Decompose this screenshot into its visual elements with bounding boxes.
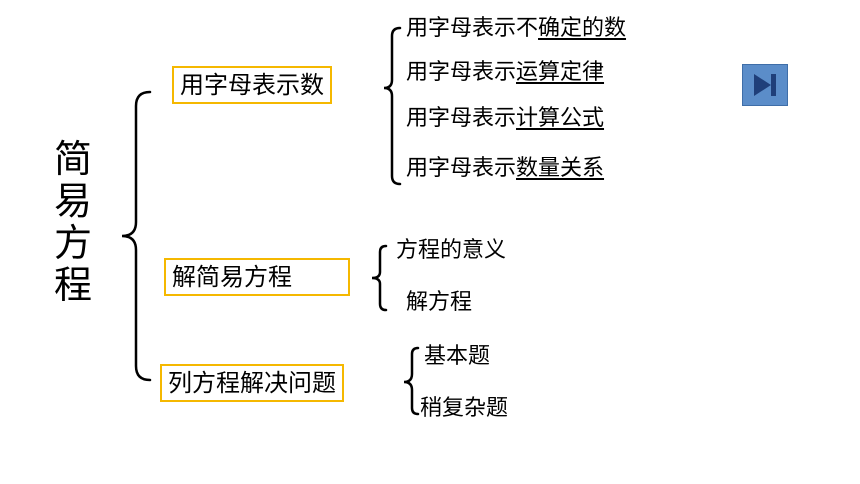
leaf-underlined-text: 确定的数 <box>538 16 627 41</box>
leaf-item: 稍复杂题 <box>420 396 508 422</box>
leaf-item: 解方程 <box>406 290 472 316</box>
leaf-text: 基本题 <box>424 344 491 369</box>
leaf-item: 用字母表示数量关系 <box>406 156 604 182</box>
branch-box-simple-equation: 解简易方程 <box>164 258 350 296</box>
leaf-item: 方程的意义 <box>396 238 506 264</box>
branch-box-letters: 用字母表示数 <box>172 66 332 104</box>
diagram-title: 简 易 方 程 <box>52 138 94 306</box>
title-char: 简 <box>53 137 92 181</box>
leaf-text: 用字母表示不 <box>406 16 539 41</box>
branch-box-word-problems: 列方程解决问题 <box>160 364 344 402</box>
title-char: 程 <box>53 263 92 307</box>
title-char: 方 <box>53 221 92 265</box>
leaf-text: 用字母表示 <box>406 106 517 131</box>
main-brace <box>121 90 152 382</box>
leaf-underlined-text: 计算公式 <box>516 106 605 131</box>
leaf-text: 解方程 <box>406 290 473 315</box>
leaf-text: 稍复杂题 <box>420 396 509 421</box>
brace-branch-1 <box>383 26 402 186</box>
leaf-underlined-text: 数量关系 <box>516 156 605 181</box>
leaf-item: 用字母表示运算定律 <box>406 60 604 86</box>
leaf-text: 用字母表示 <box>406 156 517 181</box>
title-char: 易 <box>53 179 92 223</box>
skip-forward-icon <box>754 74 776 96</box>
brace-branch-2 <box>371 244 388 312</box>
leaf-text: 方程的意义 <box>396 238 507 263</box>
leaf-item: 用字母表示不确定的数 <box>406 16 626 42</box>
leaf-underlined-text: 运算定律 <box>516 60 605 85</box>
next-slide-button[interactable] <box>742 64 788 106</box>
leaf-text: 用字母表示 <box>406 60 517 85</box>
leaf-item: 基本题 <box>424 344 490 370</box>
leaf-item: 用字母表示计算公式 <box>406 106 604 132</box>
brace-branch-3 <box>403 346 420 416</box>
